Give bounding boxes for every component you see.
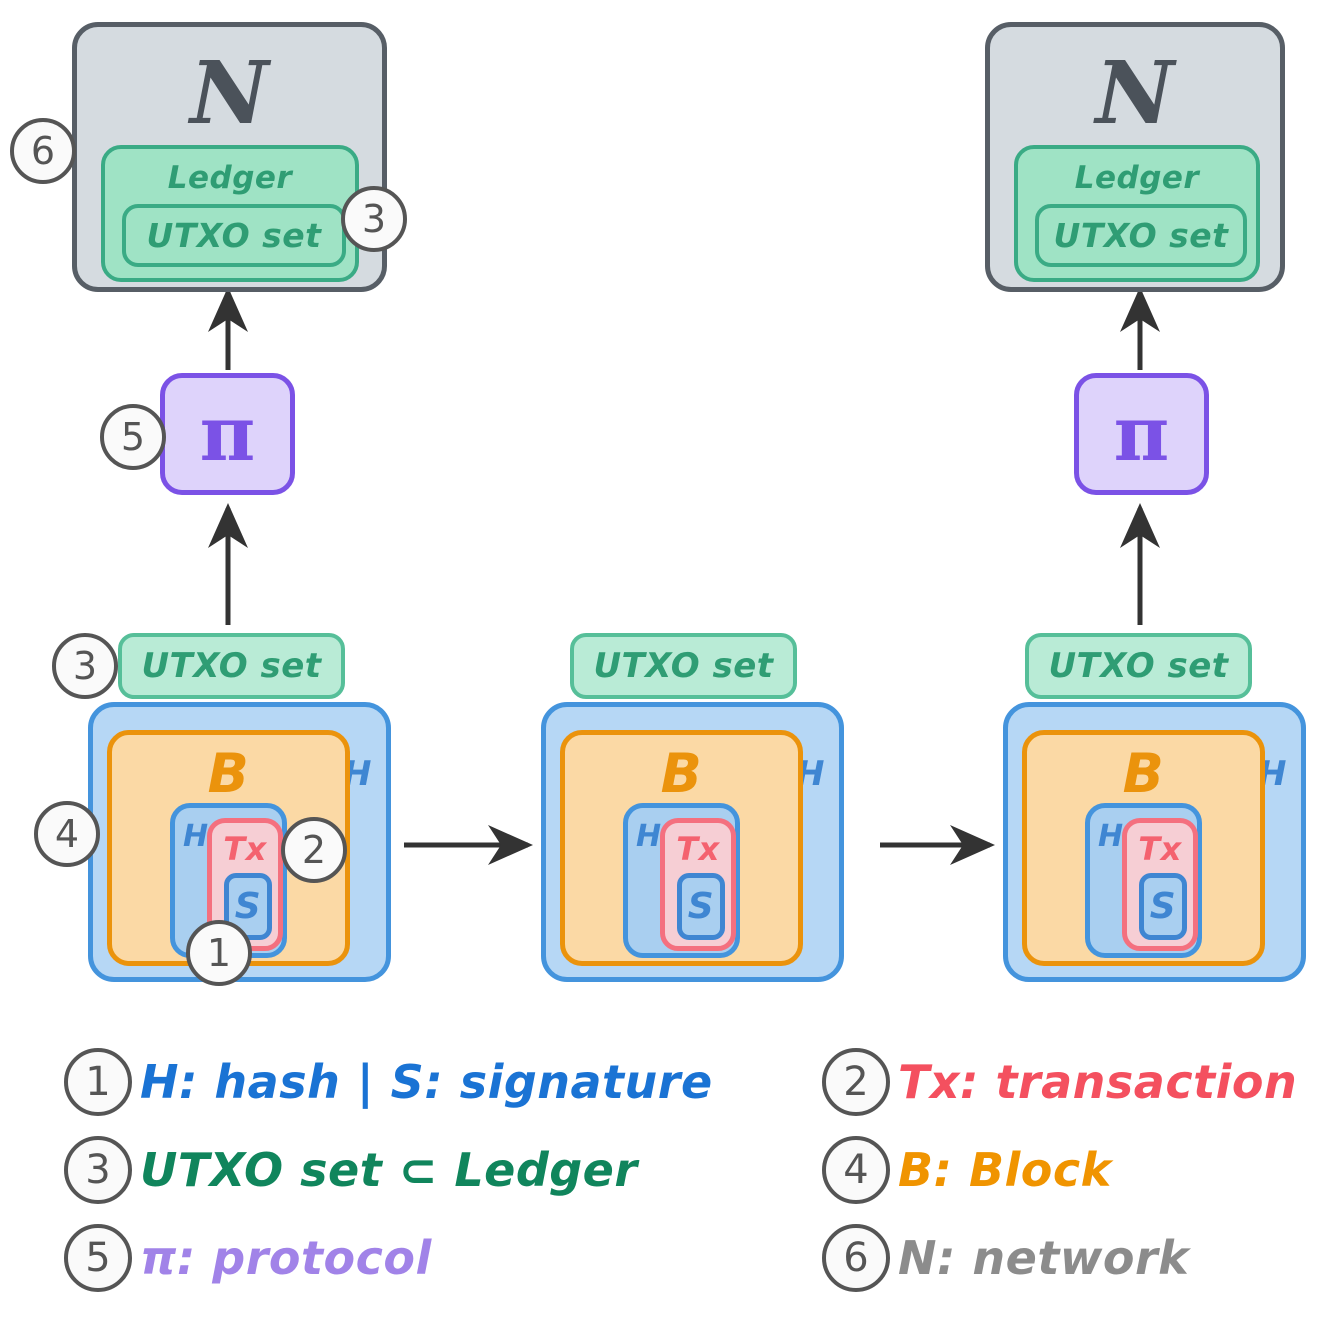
hash-inner-label-block3: H: [1098, 819, 1124, 854]
signature-label-block2: S: [687, 885, 715, 927]
legend-label-6: N: network: [898, 1231, 1190, 1285]
protocol-pi-glyph-right: π: [1113, 389, 1170, 478]
block-label-block2: B: [660, 742, 703, 805]
block-box-block2[interactable]: B H Tx S: [560, 730, 803, 966]
legend-label-2: Tx: transaction: [898, 1055, 1298, 1109]
step-marker-4-block[interactable]: 4: [34, 801, 100, 867]
legend-number-6: 6: [822, 1224, 890, 1292]
ledger-box-left[interactable]: Ledger UTXO set: [101, 145, 359, 282]
legend-item-1[interactable]: 1 H: hash | S: signature: [64, 1048, 713, 1116]
step-marker-3-utxo-ledger[interactable]: 3: [341, 186, 407, 252]
transaction-box-block2[interactable]: Tx S: [660, 818, 736, 951]
step-marker-3-utxo-pill[interactable]: 3: [52, 633, 118, 699]
protocol-pi-glyph-left: π: [199, 389, 256, 478]
signature-label-block3: S: [1149, 885, 1177, 927]
block-label-block1: B: [207, 742, 250, 805]
step-marker-1-hash-signature[interactable]: 1: [186, 920, 252, 986]
utxo-set-box-right[interactable]: UTXO set: [1035, 204, 1247, 267]
utxo-set-pill-block1[interactable]: UTXO set: [118, 633, 345, 699]
step-marker-6-network[interactable]: 6: [10, 118, 76, 184]
legend-number-2: 2: [822, 1048, 890, 1116]
utxo-set-pill-block3[interactable]: UTXO set: [1025, 633, 1252, 699]
hash-inner-block3[interactable]: H Tx S: [1085, 803, 1202, 958]
hash-inner-label-block1: H: [183, 819, 209, 854]
transaction-label-block2: Tx: [676, 830, 720, 868]
hash-inner-block2[interactable]: H Tx S: [623, 803, 740, 958]
ledger-label-right: Ledger: [1074, 160, 1200, 196]
step-marker-5-protocol[interactable]: 5: [100, 404, 166, 470]
step-marker-2-transaction[interactable]: 2: [281, 817, 347, 883]
legend-label-4: B: Block: [898, 1143, 1112, 1197]
legend-item-4[interactable]: 4 B: Block: [822, 1136, 1112, 1204]
legend-item-5[interactable]: 5 π: protocol: [64, 1224, 432, 1292]
signature-box-block2[interactable]: S: [677, 873, 725, 940]
transaction-label-block1: Tx: [223, 830, 267, 868]
signature-box-block3[interactable]: S: [1139, 873, 1187, 940]
protocol-box-right[interactable]: π: [1074, 373, 1209, 495]
protocol-box-left[interactable]: π: [160, 373, 295, 495]
legend-label-1: H: hash | S: signature: [140, 1055, 713, 1109]
legend-label-3: UTXO set ⊂ Ledger: [140, 1143, 638, 1197]
ledger-label-left: Ledger: [167, 160, 293, 196]
utxo-set-pill-block2[interactable]: UTXO set: [570, 633, 797, 699]
legend-item-3[interactable]: 3 UTXO set ⊂ Ledger: [64, 1136, 638, 1204]
legend-item-2[interactable]: 2 Tx: transaction: [822, 1048, 1297, 1116]
network-card-left[interactable]: N Ledger UTXO set: [72, 22, 387, 292]
legend-number-5: 5: [64, 1224, 132, 1292]
block-box-block3[interactable]: B H Tx S: [1022, 730, 1265, 966]
ledger-box-right[interactable]: Ledger UTXO set: [1014, 145, 1260, 282]
hash-inner-label-block2: H: [636, 819, 662, 854]
utxo-set-box-left[interactable]: UTXO set: [122, 204, 346, 267]
signature-label-block1: S: [234, 885, 262, 927]
network-letter-left: N: [189, 43, 270, 144]
network-card-right[interactable]: N Ledger UTXO set: [985, 22, 1285, 292]
legend-label-5: π: protocol: [140, 1231, 432, 1285]
transaction-box-block3[interactable]: Tx S: [1122, 818, 1198, 951]
legend-number-4: 4: [822, 1136, 890, 1204]
legend-number-3: 3: [64, 1136, 132, 1204]
legend-number-1: 1: [64, 1048, 132, 1116]
hash-outer-block3[interactable]: H B H Tx S: [1003, 702, 1306, 982]
block-label-block3: B: [1122, 742, 1165, 805]
network-letter-right: N: [1095, 43, 1175, 144]
transaction-label-block3: Tx: [1138, 830, 1182, 868]
hash-outer-block2[interactable]: H B H Tx S: [541, 702, 844, 982]
legend-item-6[interactable]: 6 N: network: [822, 1224, 1189, 1292]
